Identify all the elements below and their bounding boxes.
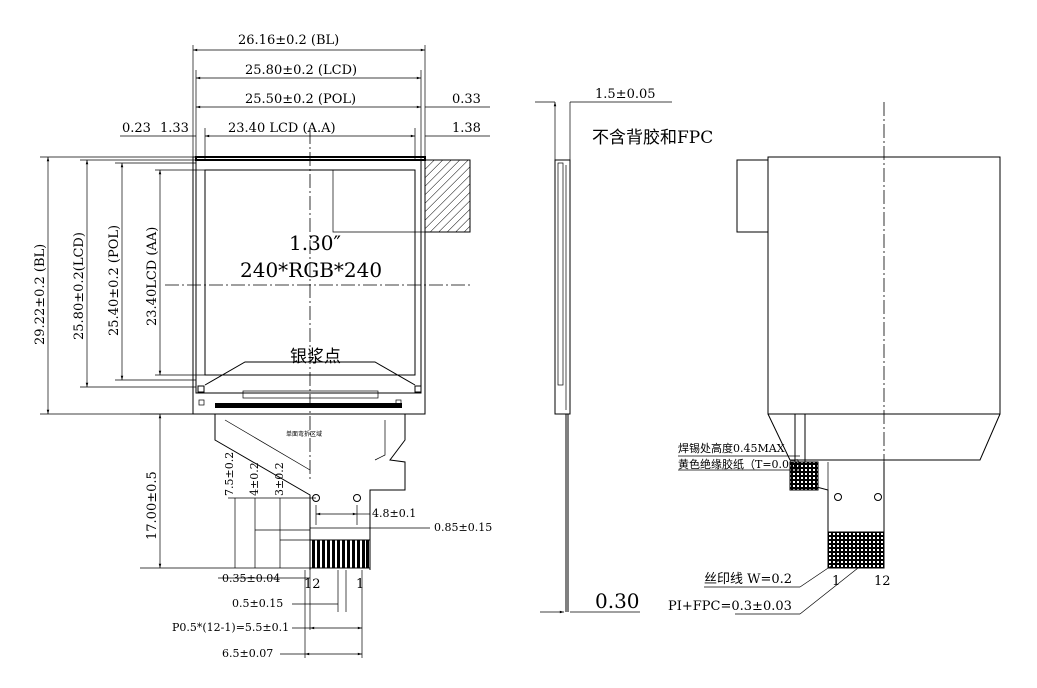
dim-fpc-length: 17.00±0.5 xyxy=(145,471,160,540)
dim-0-33: 0.33 xyxy=(452,92,481,107)
dim-4-8: 4.8±0.1 xyxy=(372,507,416,520)
silver-paste-label: 银浆点 xyxy=(290,347,341,367)
dim-0-35: 0.35±0.04 xyxy=(222,572,280,585)
bend-area-label: 单面弯折区域 xyxy=(286,430,322,438)
side-note: 不含背胶和FPC xyxy=(592,128,713,148)
tape-note: 黄色绝缘胶纸（T=0.05） xyxy=(678,457,807,471)
back-pin-12: 12 xyxy=(874,574,891,589)
dim-bl-height: 29.22±0.2 (BL) xyxy=(33,244,48,345)
back-view: 焊锡处高度0.45MAX 黄色绝缘胶纸（T=0.05） 丝印线 W=0.2 PI… xyxy=(668,102,1001,615)
dim-bl-width: 26.16±0.2 (BL) xyxy=(238,33,339,48)
dim-0-23: 0.23 xyxy=(122,121,151,136)
pi-fpc-note: PI+FPC=0.3±0.03 xyxy=(668,599,792,614)
dim-pol-height: 25.40±0.2 (POL) xyxy=(107,225,122,336)
dim-0-30: 0.30 xyxy=(595,589,640,613)
dim-pol-width: 25.50±0.2 (POL) xyxy=(245,92,356,107)
dim-0-85: 0.85±0.15 xyxy=(434,521,492,534)
back-pin-1: 1 xyxy=(832,574,840,589)
dim-1-33: 1.33 xyxy=(160,121,189,136)
front-pin-12: 12 xyxy=(304,577,321,592)
front-pin-1: 1 xyxy=(356,577,364,592)
display-size: 1.30″ xyxy=(289,231,341,255)
dim-aa-height: 23.40LCD (AA) xyxy=(145,227,160,326)
dim-aa-width: 23.40 LCD (A.A) xyxy=(228,121,336,136)
display-resolution: 240*RGB*240 xyxy=(240,258,382,282)
dim-lcd-width: 25.80±0.2 (LCD) xyxy=(245,63,357,78)
fpc-pads xyxy=(312,540,369,568)
dim-1-38: 1.38 xyxy=(452,121,481,136)
side-view: 1.5±0.05 不含背胶和FPC 0.30 xyxy=(535,87,713,614)
dim-pitch: P0.5*(12-1)=5.5±0.1 xyxy=(172,621,289,634)
dim-6-5: 6.5±0.07 xyxy=(222,647,273,660)
dim-lcd-height: 25.80±0.2(LCD) xyxy=(72,232,87,340)
solder-note: 焊锡处高度0.45MAX xyxy=(678,441,785,455)
dim-4: 4±0.2 xyxy=(248,462,261,496)
dim-3: 3±0.2 xyxy=(273,462,286,496)
front-view: 26.16±0.2 (BL) 25.80±0.2 (LCD) 25.50±0.2… xyxy=(33,33,492,660)
dim-7-5: 7.5±0.2 xyxy=(223,452,236,496)
silk-note: 丝印线 W=0.2 xyxy=(704,572,792,587)
dim-0-5: 0.5±0.15 xyxy=(232,597,283,610)
dim-1-5: 1.5±0.05 xyxy=(595,87,656,102)
